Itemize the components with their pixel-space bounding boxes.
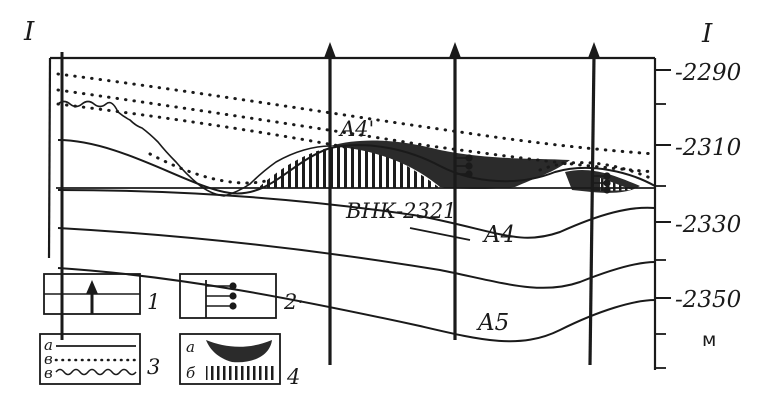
legend-4-number: 4: [286, 365, 300, 389]
horizon-label-a4-prime: A4': [338, 117, 374, 141]
depth-tick-2330: -2330: [675, 212, 741, 238]
legend-3-sub-a: а: [44, 336, 53, 354]
gas-cap-lens-center: [330, 140, 570, 189]
legend-4-sub-b: б: [186, 364, 196, 382]
depth-tick-2350: -2350: [675, 287, 741, 313]
depth-tick-2290: -2290: [675, 60, 741, 86]
well-4: [588, 42, 600, 366]
erosion-surface: [57, 100, 331, 197]
oil-zone-hatched: [258, 146, 440, 188]
legend-3-box: [39, 333, 141, 385]
depth-scale: [655, 69, 671, 369]
dotted-horizons: [56, 72, 657, 185]
owc-label: ВНК-2321: [345, 199, 457, 223]
legend-perforation-dot-icon: [229, 282, 237, 290]
horizon-label-a5: A5: [476, 310, 509, 336]
legend-3-sub-c: в: [44, 364, 53, 382]
section-mark-right: I: [701, 19, 713, 49]
legend-4b-swatch: [206, 366, 274, 380]
legend-4a-swatch: [206, 340, 272, 363]
legend-4-sub-a: а: [186, 338, 195, 356]
horizon-label-a4: A4: [482, 222, 515, 248]
depth-tick-2310: -2310: [675, 135, 741, 161]
legend-2-box: [179, 273, 277, 319]
legend-3-sub-b: в: [44, 350, 53, 368]
perforation-well-4: [592, 172, 611, 194]
a4-leader-line: [409, 227, 471, 241]
well-2: [324, 42, 336, 365]
legend-2-number: 2·: [283, 290, 304, 314]
perforation-well-3: [455, 154, 473, 178]
well-3: [449, 42, 461, 340]
legend-3-number: 3: [147, 355, 160, 379]
section-frame: [47, 56, 657, 370]
depth-unit: м: [702, 329, 716, 351]
legend-4-box: [179, 333, 281, 385]
legend-well-arrow-icon: [86, 280, 98, 294]
section-mark-left: I: [23, 17, 35, 47]
legend-1-number: 1: [147, 290, 160, 314]
legend: 1 2· а в в 3 а б 4: [39, 273, 304, 389]
